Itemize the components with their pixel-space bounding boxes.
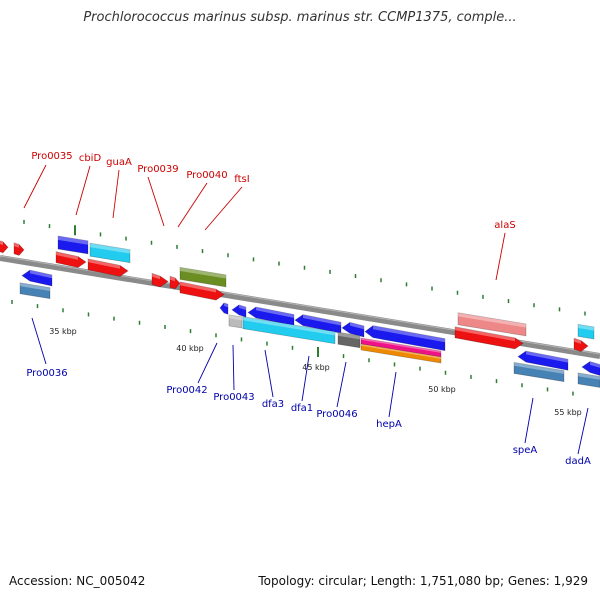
scale-label: 40 kbp bbox=[176, 344, 204, 353]
label-ftsi-leader bbox=[204, 186, 243, 231]
label-spea: speA bbox=[513, 445, 538, 456]
gene-features bbox=[0, 235, 600, 388]
label-hepa: hepA bbox=[376, 419, 402, 430]
gene-spea-cds[interactable] bbox=[513, 361, 565, 383]
gene-alas[interactable] bbox=[454, 326, 524, 350]
gene-dada[interactable] bbox=[581, 361, 600, 376]
gene-alas-cds[interactable] bbox=[457, 312, 527, 337]
gene-pro0043-cds[interactable] bbox=[242, 316, 336, 345]
label-dada: dadA bbox=[565, 456, 591, 467]
label-pro0043: Pro0043 bbox=[213, 392, 254, 403]
label-pro0042-leader bbox=[197, 342, 218, 384]
gene-guaa-cds[interactable] bbox=[89, 242, 131, 264]
topology-text: Topology: circular; Length: 1,751,080 bp… bbox=[258, 574, 588, 588]
gene-pro0041-partial[interactable] bbox=[219, 302, 229, 315]
gene-small-forward[interactable] bbox=[13, 242, 25, 256]
gene-hepa-rrna[interactable] bbox=[360, 343, 442, 364]
label-pro0042: Pro0042 bbox=[166, 385, 207, 396]
gene-spea[interactable] bbox=[517, 350, 569, 371]
label-pro0035-leader bbox=[23, 164, 47, 209]
label-alas-leader bbox=[495, 232, 506, 281]
label-guaa-leader bbox=[112, 169, 120, 219]
label-cbid: cbiD bbox=[79, 153, 102, 164]
label-leaders bbox=[23, 164, 589, 455]
tick-marks bbox=[11, 219, 586, 396]
gene-hepa[interactable] bbox=[364, 325, 446, 352]
label-hepa-leader bbox=[388, 371, 397, 418]
gene-pro0036[interactable] bbox=[21, 269, 53, 287]
label-cbid-leader bbox=[75, 165, 91, 216]
label-pro0035: Pro0035 bbox=[31, 151, 72, 162]
scale-label: 35 kbp bbox=[49, 327, 77, 336]
gene-ftsi-cds[interactable] bbox=[179, 266, 227, 288]
label-pro0040-leader bbox=[177, 182, 208, 228]
label-dfa3: dfa3 bbox=[262, 399, 284, 410]
label-dfa1-leader bbox=[301, 355, 310, 402]
map-title: Prochlorococcus marinus subsp. marinus s… bbox=[83, 10, 517, 25]
gene-ftsi[interactable] bbox=[179, 281, 225, 301]
gene-pro0040[interactable] bbox=[169, 275, 181, 290]
accession-text: Accession: NC_005042 bbox=[9, 574, 146, 588]
gene-cbid[interactable] bbox=[55, 251, 87, 268]
label-pro0046-leader bbox=[336, 361, 347, 408]
gene-partial-forward[interactable] bbox=[0, 240, 9, 254]
gene-dfa3[interactable] bbox=[294, 314, 342, 334]
gene-pro0043[interactable] bbox=[247, 306, 295, 327]
gene-pro0042-cds[interactable] bbox=[228, 314, 243, 329]
scale-label: 55 kbp bbox=[554, 408, 582, 417]
scale-label: 45 kbp bbox=[302, 363, 330, 372]
label-pro0039: Pro0039 bbox=[137, 164, 178, 175]
label-pro0046: Pro0046 bbox=[316, 409, 357, 420]
scale-label: 50 kbp bbox=[428, 385, 456, 394]
label-pro0040: Pro0040 bbox=[186, 170, 227, 181]
label-dfa3-leader bbox=[264, 349, 274, 398]
label-spea-leader bbox=[524, 397, 534, 444]
label-dfa1: dfa1 bbox=[291, 403, 313, 414]
label-pro0043-leader bbox=[232, 344, 235, 391]
gene-pro0036-cds[interactable] bbox=[19, 282, 51, 300]
gene-cbid-cds[interactable] bbox=[57, 235, 89, 255]
gene-edge-forward[interactable] bbox=[573, 337, 589, 352]
gene-pro0039[interactable] bbox=[151, 272, 169, 288]
label-ftsi: ftsI bbox=[234, 174, 249, 185]
gene-dada-cds[interactable] bbox=[577, 372, 600, 388]
label-pro0036-leader bbox=[31, 317, 47, 365]
label-alas: alaS bbox=[494, 220, 515, 231]
gene-pro0042[interactable] bbox=[231, 304, 247, 318]
gene-guaa[interactable] bbox=[87, 258, 129, 277]
label-guaa: guaA bbox=[106, 157, 132, 168]
label-dada-leader bbox=[577, 407, 589, 455]
label-pro0036: Pro0036 bbox=[26, 368, 67, 379]
gene-dfa1[interactable] bbox=[341, 321, 365, 338]
gene-edge-cds[interactable] bbox=[577, 323, 595, 340]
label-pro0039-leader bbox=[147, 176, 165, 227]
gene-pro0046-cds[interactable] bbox=[337, 331, 361, 349]
